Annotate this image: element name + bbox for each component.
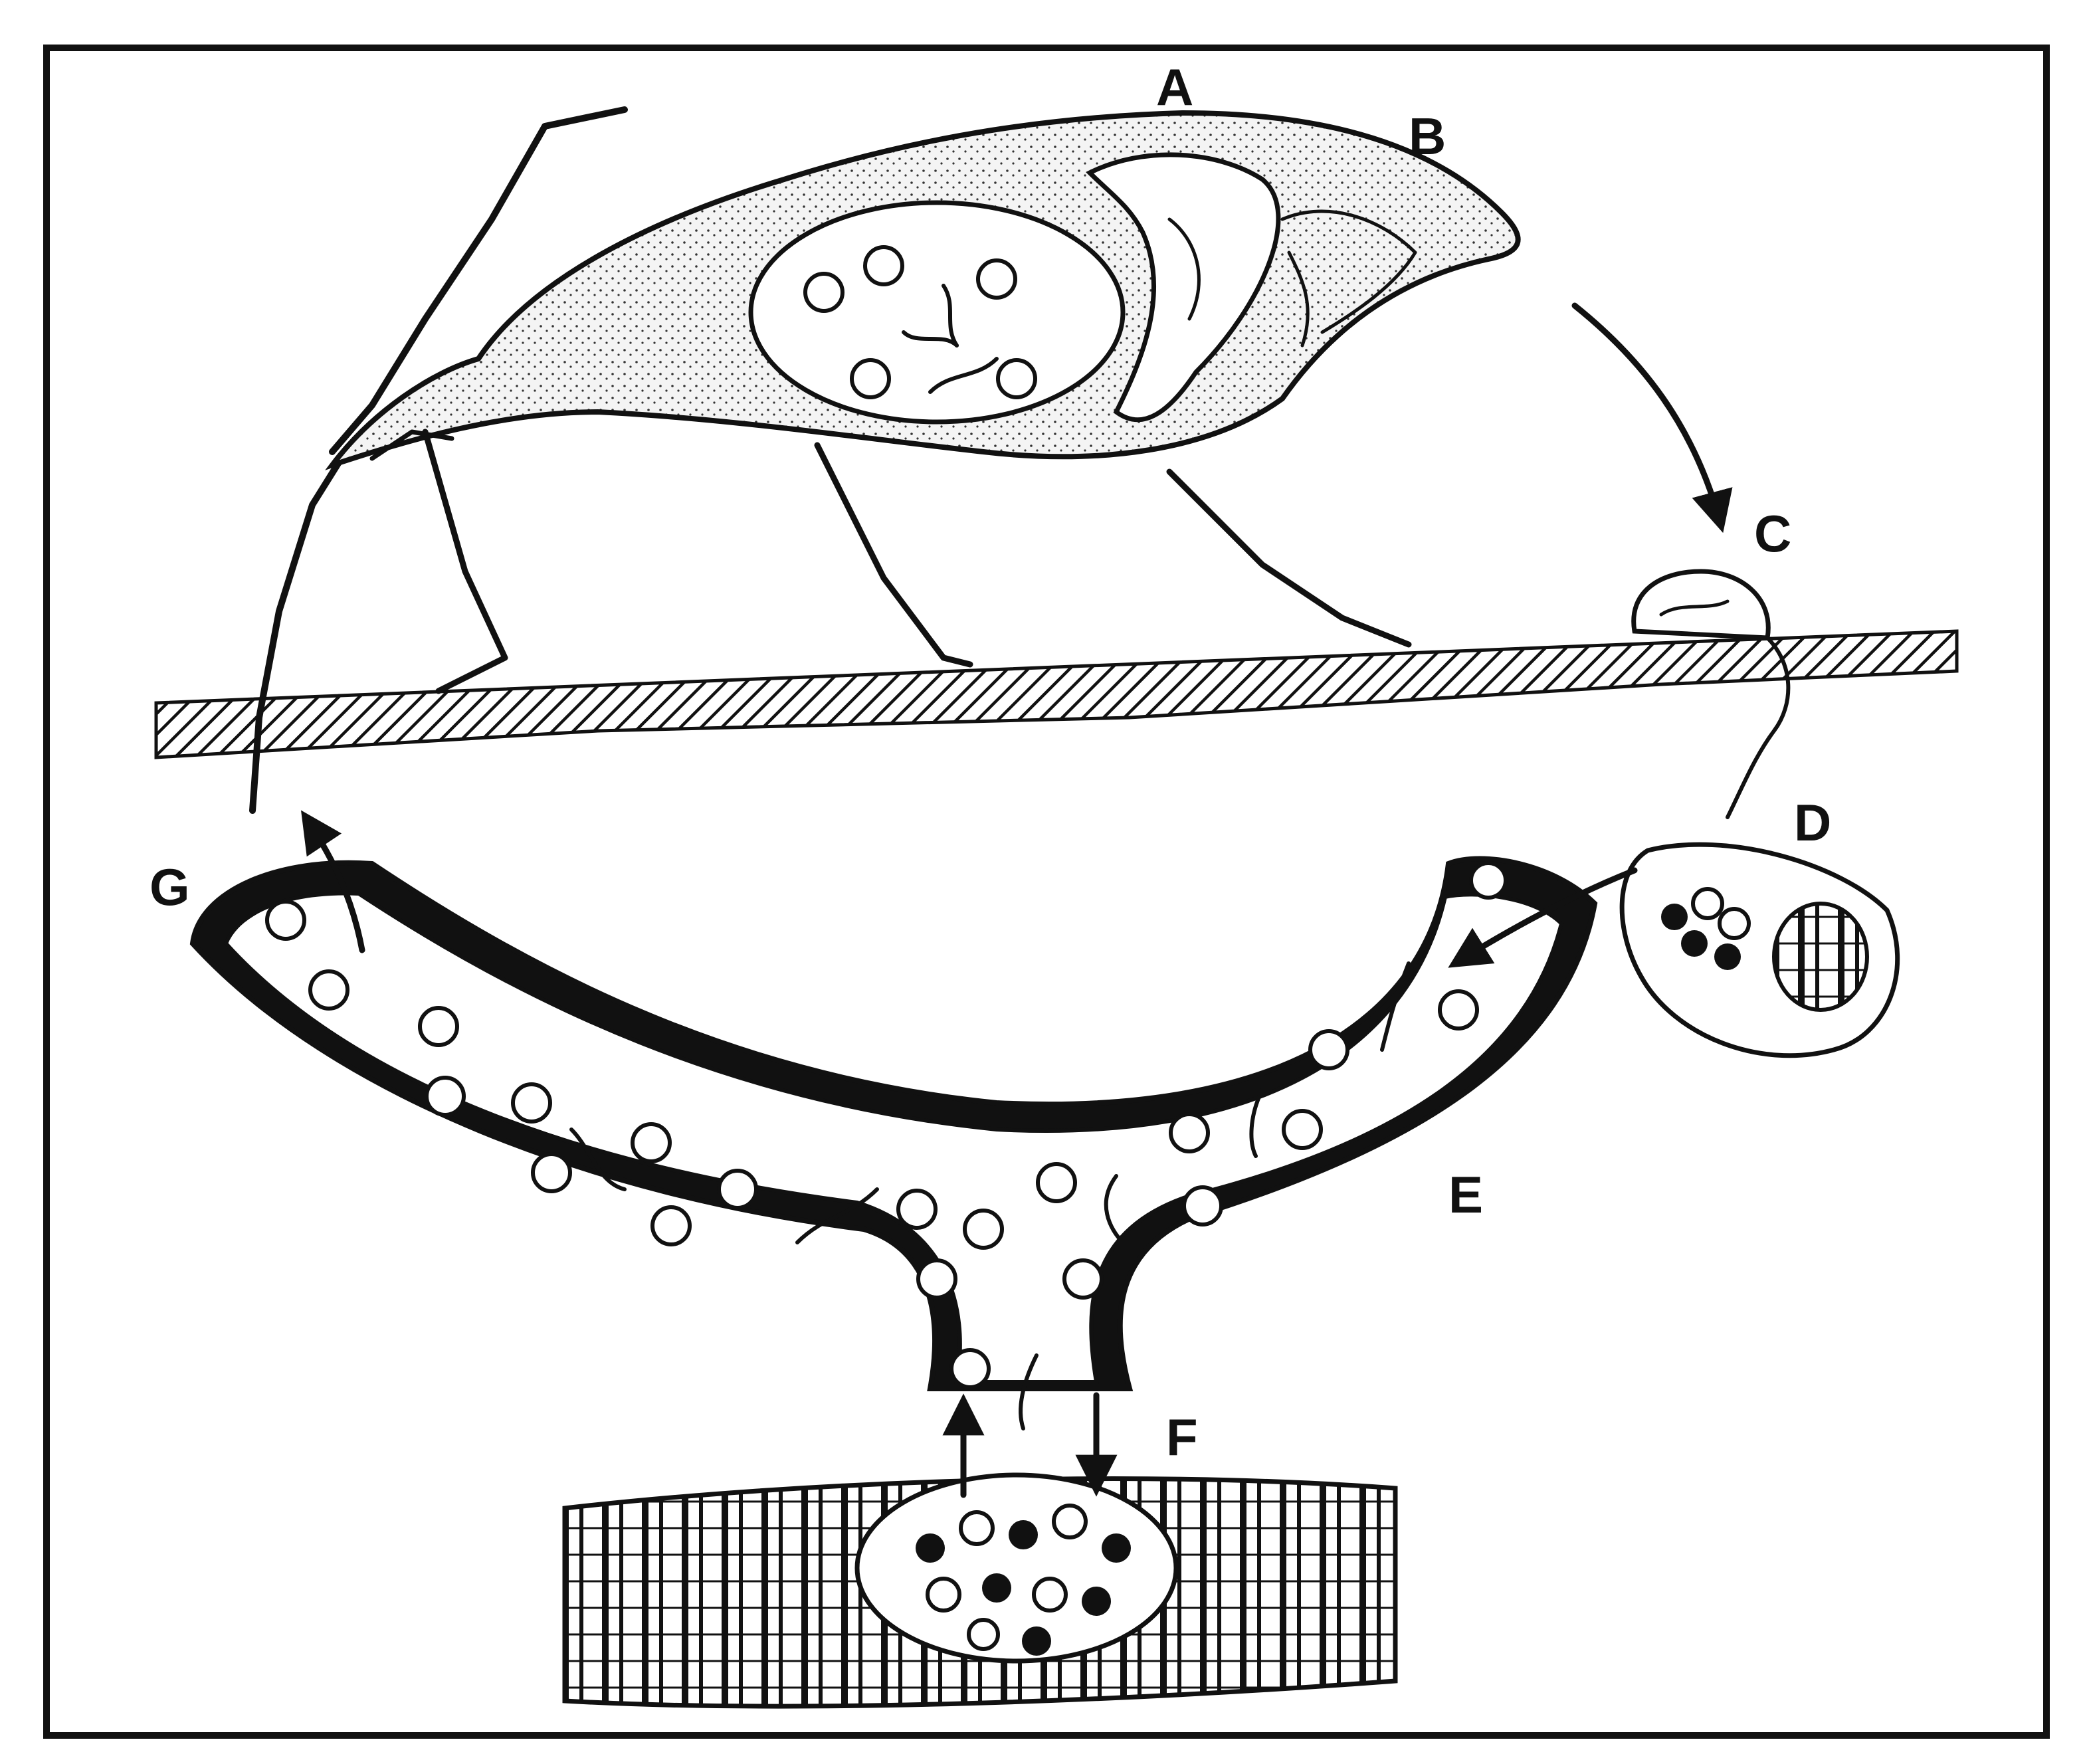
label-f: F (1166, 1408, 1198, 1466)
muscle-fibre (565, 1475, 1395, 1706)
label-e: E (1448, 1165, 1483, 1224)
label-g: G (149, 858, 190, 916)
host-cell-nucleus (1774, 904, 1867, 1010)
label-d: D (1794, 793, 1831, 852)
insect-midgut (751, 203, 1123, 422)
pseudocyst (857, 1475, 1176, 1661)
label-c: C (1754, 504, 1791, 563)
label-a: A (1156, 58, 1193, 116)
label-b: B (1409, 107, 1446, 165)
